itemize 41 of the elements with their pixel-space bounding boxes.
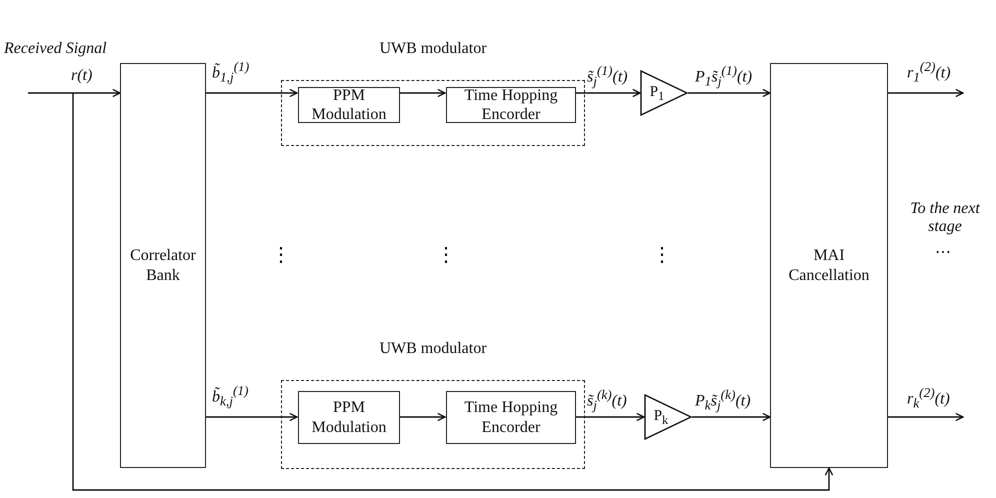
process-box	[446, 87, 576, 123]
arrow	[206, 412, 298, 422]
ellipsis: ⋮	[652, 243, 672, 267]
process-box	[446, 391, 576, 444]
group-heading: UWB modulator	[378, 39, 488, 58]
signal-label: s̃$_{j}$$^{(k)}$(t)	[586, 388, 628, 414]
block-label: Time Hopping Encorder	[463, 398, 559, 437]
process-box	[770, 63, 888, 468]
arrow	[399, 88, 446, 98]
arrow	[575, 88, 641, 98]
note-text: To the next stage	[909, 200, 982, 236]
ellipsis: ⋮	[271, 243, 291, 267]
ellipsis: ⋯	[935, 243, 951, 262]
signal-label: P$_{1}$s̃$_{j}$$^{(1)}$(t)	[694, 64, 754, 90]
block-label: PPM Modulation	[310, 398, 388, 437]
signal-label: r(t)	[70, 67, 94, 85]
block-label: MAI Cancellation	[788, 246, 870, 285]
arrow	[575, 412, 645, 422]
arrow	[206, 88, 298, 98]
process-box	[298, 87, 400, 123]
process-box	[298, 391, 400, 444]
arrow	[888, 412, 964, 422]
block-label: Time Hopping Encorder	[463, 86, 559, 124]
group-heading: UWB modulator	[378, 339, 488, 358]
gain-label: P$_{k}$	[652, 406, 670, 428]
signal-label: P$_{k}$s̃$_{j}$$^{(k)}$(t)	[694, 388, 752, 414]
arrow	[72, 93, 834, 491]
process-box	[120, 63, 206, 468]
amplifier-triangle	[640, 70, 688, 116]
arrow	[28, 88, 121, 98]
input-label: Received Signal	[4, 40, 107, 58]
ellipsis: ⋮	[436, 243, 456, 267]
arrow	[399, 412, 446, 422]
block-label: Correlator Bank	[129, 246, 197, 285]
arrow	[688, 88, 771, 98]
arrow	[692, 412, 771, 422]
block-label: PPM Modulation	[310, 86, 388, 124]
signal-label: s̃$_{j}$$^{(1)}$(t)	[586, 64, 629, 90]
gain-label: P$_{1}$	[648, 82, 666, 104]
arrow	[888, 88, 964, 98]
amplifier-triangle	[644, 394, 692, 440]
